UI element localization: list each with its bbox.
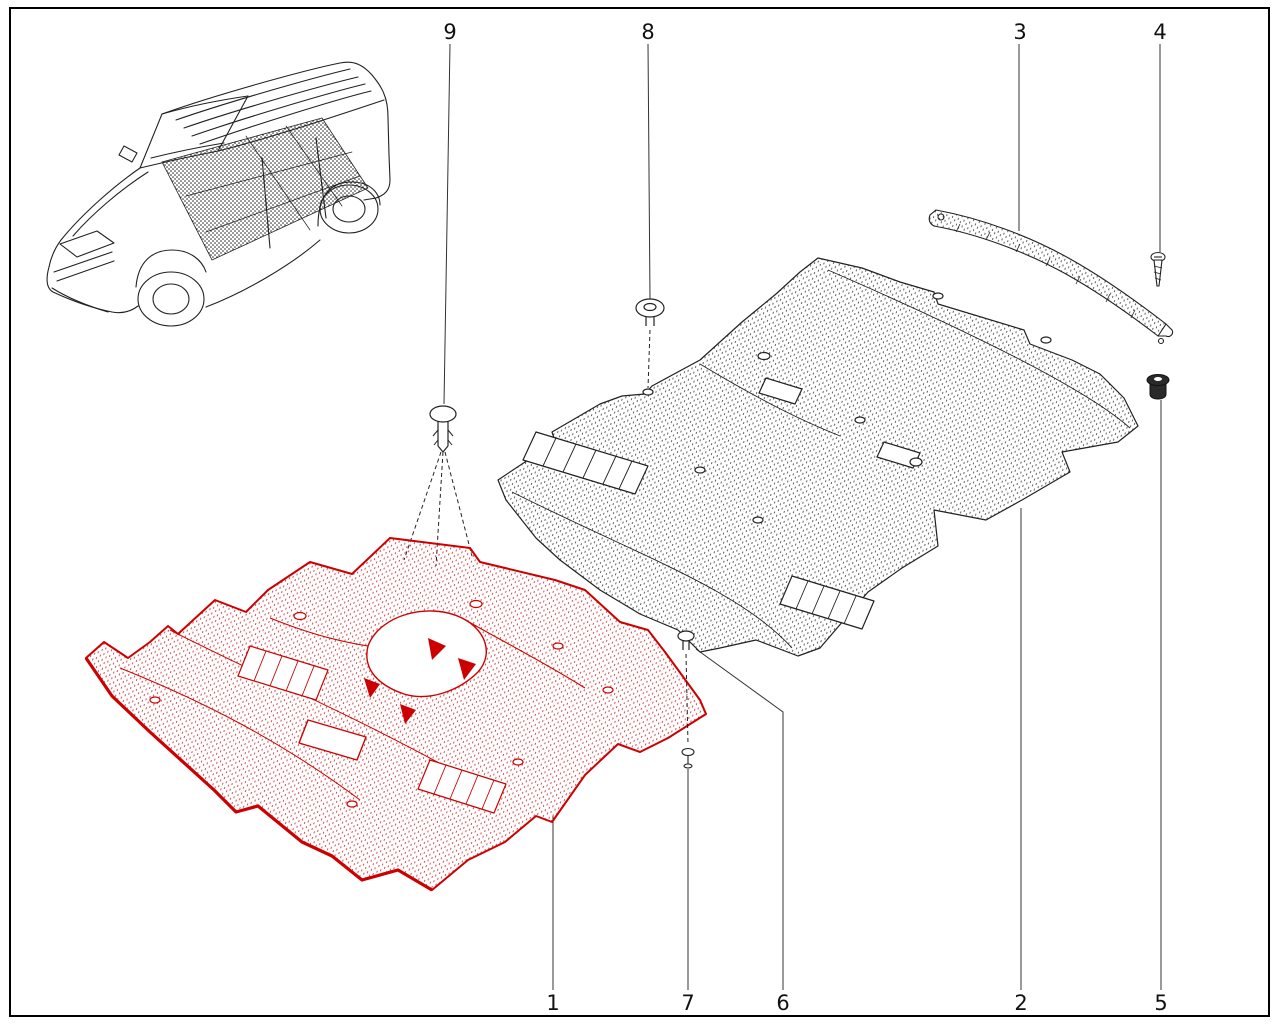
clip-9-icon <box>429 405 457 453</box>
clip-8-insert-dashed-line <box>647 329 651 389</box>
clip-6-insert-dashed-line <box>685 653 689 745</box>
callout-2-label: 2 <box>1014 991 1027 1015</box>
clip-6-icon <box>677 630 695 745</box>
callout-9-label: 9 <box>443 20 456 44</box>
callout-5-label: 5 <box>1154 991 1167 1015</box>
vehicle-thumbnail <box>46 61 391 327</box>
front-carpet-part <box>84 537 707 892</box>
leader-line-9 <box>443 43 451 405</box>
callout-3-label: 3 <box>1013 20 1026 44</box>
insertion-arrows <box>364 638 476 724</box>
leader-lines <box>443 43 1162 990</box>
rear-carpet-part <box>497 257 1139 657</box>
clip-8-icon <box>635 298 665 389</box>
grommet-icon <box>1146 374 1170 400</box>
leader-line-8 <box>647 43 651 300</box>
clip-9-insert-dashed-lines <box>403 451 473 567</box>
callout-6-label: 6 <box>776 991 789 1015</box>
border-frame <box>9 7 1270 1017</box>
callout-labels: 9 8 3 4 1 7 6 2 5 <box>443 20 1167 1015</box>
callout-8-label: 8 <box>641 20 654 44</box>
callout-1-label: 1 <box>546 991 559 1015</box>
screw-icon <box>1150 251 1166 287</box>
callout-7-label: 7 <box>681 991 694 1015</box>
callout-4-label: 4 <box>1153 20 1166 44</box>
leader-line-6 <box>695 648 784 990</box>
sill-strip-part <box>928 209 1174 345</box>
clip-7-icon <box>681 747 695 769</box>
